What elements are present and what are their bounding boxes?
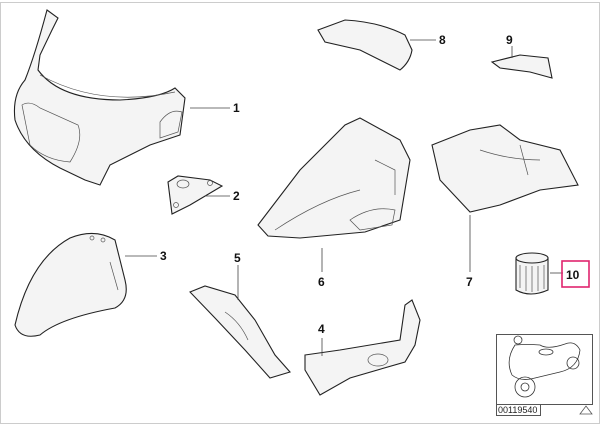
callout-4[interactable]: 4 [318,322,325,336]
callout-10-highlight [561,260,590,288]
part-6-side-panel[interactable] [257,117,411,239]
part-7-inner-panel[interactable] [431,124,579,213]
motorcycle-outline-icon [508,335,581,398]
callout-10[interactable]: 10 [566,268,580,282]
part-4-belly-panel[interactable] [304,299,421,396]
callout-5[interactable]: 5 [234,251,241,265]
inset-frame [496,334,593,405]
callout-7[interactable]: 7 [466,275,473,289]
callout-8[interactable]: 8 [439,33,446,47]
part-2-bracket[interactable] [167,175,224,215]
callout-6[interactable]: 6 [318,275,325,289]
diagram-code-box [496,404,541,416]
warning-triangle-icon [579,405,593,415]
part-3-seat-cowl[interactable] [14,232,127,337]
callout-9[interactable]: 9 [506,33,513,47]
part-10-cylinder[interactable] [515,252,549,295]
part-5-side-trim[interactable] [189,285,291,379]
part-8-tank-cover[interactable] [317,19,413,71]
part-1-front-fairing[interactable] [13,9,186,186]
overview-inset: 00119540 [496,334,593,416]
callout-3[interactable]: 3 [160,249,167,263]
callout-2[interactable]: 2 [233,189,240,203]
diagram-code: 00119540 [498,405,537,415]
callout-1[interactable]: 1 [233,101,240,115]
part-9-small-cover[interactable] [490,54,553,79]
